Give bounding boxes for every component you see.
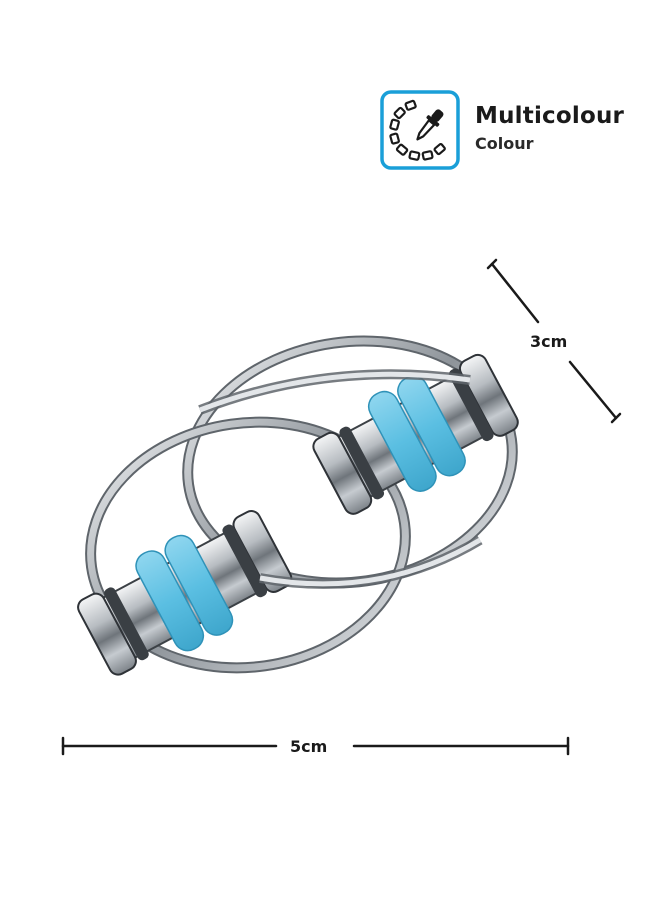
bearing-right	[312, 353, 519, 515]
width-dimension-label: 5cm	[290, 737, 328, 756]
steel-ring-left	[85, 416, 411, 674]
height-dimension-label: 3cm	[530, 332, 568, 351]
colour-value: Multicolour	[475, 103, 625, 129]
height-dimension-line	[486, 258, 622, 424]
colour-badge: Multicolour Colour	[380, 90, 625, 170]
width-dimension-line	[61, 736, 570, 756]
silicone-band-left-a	[135, 550, 205, 652]
eyedropper-palette-icon	[380, 90, 460, 170]
bearing-left	[77, 510, 293, 676]
silicone-band-left-b	[164, 534, 234, 636]
colour-label: Colour	[475, 134, 534, 153]
silicone-band-right-a	[367, 390, 437, 492]
